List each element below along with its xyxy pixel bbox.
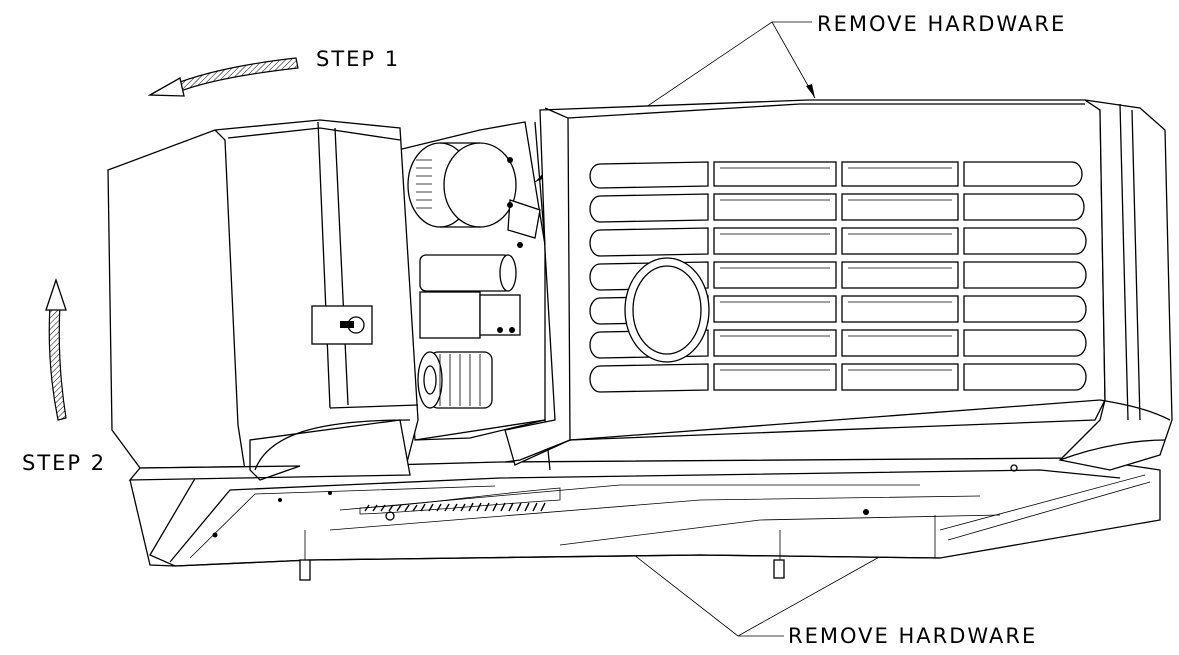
main-enclosure: [504, 99, 1173, 471]
mounting-foot-left: [299, 559, 311, 581]
remove-hardware-top-label: REMOVE HARDWARE: [817, 12, 1066, 36]
step-1-label: STEP 1: [316, 47, 400, 71]
engine-assembly: [397, 121, 551, 471]
air-filter: [443, 142, 517, 228]
side-housing-door: [107, 119, 419, 567]
remove-hardware-bottom-label: REMOVE HARDWARE: [788, 624, 1037, 648]
intake-pipe: [419, 254, 511, 292]
step-2-rotation-arrow: [45, 277, 67, 421]
step-1-rotation-arrow: [147, 57, 299, 97]
mounting-foot-right: [773, 559, 785, 579]
round-access-port: [624, 257, 710, 363]
radiator-fins: [359, 487, 561, 521]
step-2-label: STEP 2: [22, 451, 106, 475]
louvre-grille: [589, 161, 1087, 393]
